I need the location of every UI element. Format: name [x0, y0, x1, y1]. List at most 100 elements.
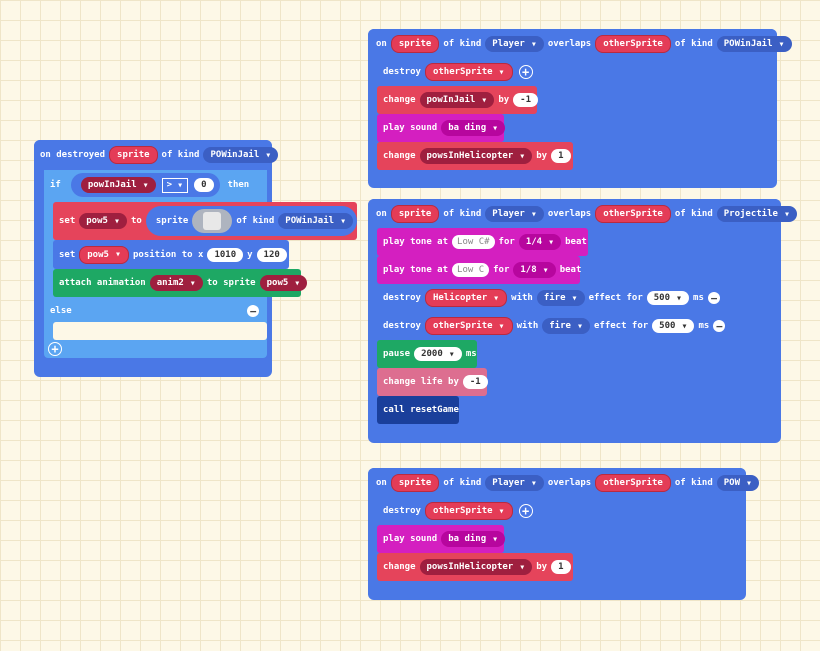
compare-value-input[interactable]: 0 [194, 178, 214, 192]
ms-label: ms [698, 321, 710, 331]
sprite-variable[interactable]: sprite [109, 146, 158, 164]
event-header[interactable]: on sprite of kind Player overlaps otherS… [368, 468, 760, 498]
variable-dropdown[interactable]: powsInHelicopter [419, 559, 533, 575]
duration-dropdown[interactable]: 500 [652, 319, 695, 333]
if-footer: + [44, 340, 267, 358]
pause-block[interactable]: pause 2000 ms [377, 340, 477, 368]
dropdown-caret-icon: ▾ [177, 179, 184, 191]
value-input[interactable]: 1 [551, 560, 571, 574]
set-label: set [59, 216, 76, 226]
beat-dropdown[interactable]: 1/4 [518, 234, 562, 250]
other-kind-dropdown[interactable]: POWinJail [716, 36, 792, 52]
destroy-block[interactable]: destroy otherSprite + [377, 58, 533, 86]
variable-dropdown[interactable]: powsInHelicopter [419, 148, 533, 164]
else-empty-slot[interactable] [53, 322, 267, 340]
destroy-target-dropdown[interactable]: otherSprite [424, 317, 513, 335]
destroy-target-dropdown[interactable]: otherSprite [424, 63, 513, 81]
beat-label: beat [565, 237, 587, 247]
value-input[interactable]: -1 [513, 93, 539, 107]
change-variable-block[interactable]: change powsInHelicopter by 1 [377, 142, 573, 170]
play-sound-block[interactable]: play sound ba ding [377, 114, 506, 142]
play-tone-block[interactable]: play tone at Low C# for 1/4 beat [377, 228, 588, 256]
comparison-block[interactable]: powInJail > ▾ 0 [70, 173, 220, 197]
sprite-variable[interactable]: sprite [390, 205, 440, 223]
kind-dropdown[interactable]: POWinJail [203, 147, 279, 163]
variable-dropdown[interactable]: powInJail [419, 92, 495, 108]
note-input[interactable]: Low C# [452, 235, 495, 249]
change-label: change [383, 151, 416, 161]
other-kind-dropdown[interactable]: POW [716, 475, 760, 491]
by-label: by [536, 151, 548, 161]
effect-dropdown[interactable]: fire [536, 290, 585, 306]
value-input[interactable]: 1 [551, 149, 571, 163]
event-header[interactable]: on sprite of kind Player overlaps otherS… [368, 199, 797, 229]
set-position-block[interactable]: set pow5 position to x 1010 y 120 [53, 240, 289, 269]
create-sprite-block[interactable]: sprite of kind POWinJail [145, 206, 358, 236]
add-icon[interactable]: + [518, 65, 533, 79]
remove-icon[interactable]: − [707, 292, 720, 304]
variable-dropdown[interactable]: powInJail [80, 177, 156, 193]
kind-dropdown[interactable]: POWinJail [278, 213, 354, 229]
play-tone-label: play tone at [383, 237, 449, 247]
variable-dropdown[interactable]: pow5 [79, 213, 127, 229]
event-header[interactable]: on destroyed sprite of kind POWinJail [34, 140, 279, 170]
other-sprite-variable[interactable]: otherSprite [595, 474, 671, 492]
sprite-variable-dropdown[interactable]: pow5 [259, 275, 308, 291]
add-icon[interactable]: + [518, 504, 533, 518]
attach-animation-block[interactable]: attach animation anim2 to sprite pow5 [53, 269, 308, 297]
play-tone-block[interactable]: play tone at Low C for 1/8 beat [377, 256, 582, 284]
if-label: if [50, 180, 61, 190]
event-header[interactable]: on sprite of kind Player overlaps otherS… [368, 29, 792, 59]
of-kind-label: of kind [443, 209, 482, 219]
change-label: change [383, 562, 416, 572]
remove-icon[interactable]: − [247, 305, 259, 317]
destroy-with-effect-block[interactable]: destroy Helicopter with fire effect for … [377, 284, 720, 312]
call-function-block[interactable]: call resetGame [377, 396, 459, 424]
then-label: then [227, 180, 250, 190]
change-life-block[interactable]: change life by -1 [377, 368, 488, 396]
change-variable-block[interactable]: change powsInHelicopter by 1 [377, 553, 573, 581]
animation-dropdown[interactable]: anim2 [149, 275, 203, 291]
kind-dropdown[interactable]: Player [485, 475, 544, 491]
pause-duration-dropdown[interactable]: 2000 [414, 347, 462, 361]
call-label: call resetGame [383, 405, 459, 415]
of-kind-label: of kind [674, 209, 713, 219]
sprite-image-icon[interactable] [192, 209, 233, 233]
operator-dropdown[interactable]: > ▾ [161, 177, 189, 193]
if-header[interactable]: if powInJail > ▾ 0 then [44, 170, 267, 200]
remove-icon[interactable]: − [713, 320, 726, 332]
ms-label: ms [693, 293, 704, 303]
set-variable-block[interactable]: set pow5 to sprite of kind POWinJail [53, 202, 358, 240]
play-tone-label: play tone at [383, 265, 449, 275]
else-row: else − [44, 300, 267, 322]
destroy-with-effect-block[interactable]: destroy otherSprite with fire effect for… [377, 312, 726, 340]
of-kind-label: of kind [161, 150, 200, 160]
life-value-input[interactable]: -1 [462, 375, 488, 389]
kind-dropdown[interactable]: Player [485, 206, 544, 222]
by-label: by [498, 95, 510, 105]
other-kind-dropdown[interactable]: Projectile [716, 206, 797, 222]
sound-dropdown[interactable]: ba ding [441, 531, 506, 547]
destroy-label: destroy [383, 321, 421, 331]
effect-dropdown[interactable]: fire [542, 318, 590, 334]
sprite-variable[interactable]: sprite [390, 474, 440, 492]
other-sprite-variable[interactable]: otherSprite [595, 35, 671, 53]
duration-dropdown[interactable]: 500 [646, 291, 690, 305]
destroy-target-dropdown[interactable]: Helicopter [424, 289, 508, 307]
change-variable-block[interactable]: change powInJail by -1 [377, 86, 539, 114]
destroy-block[interactable]: destroy otherSprite + [377, 497, 533, 525]
play-sound-block[interactable]: play sound ba ding [377, 525, 506, 553]
kind-dropdown[interactable]: Player [485, 36, 544, 52]
x-input[interactable]: 1010 [207, 247, 244, 262]
y-input[interactable]: 120 [256, 247, 287, 262]
destroy-target-dropdown[interactable]: otherSprite [424, 502, 513, 520]
sound-dropdown[interactable]: ba ding [441, 120, 506, 136]
add-icon[interactable]: + [48, 342, 62, 356]
beat-label: beat [559, 265, 582, 275]
on-label: on [376, 209, 387, 219]
other-sprite-variable[interactable]: otherSprite [595, 205, 671, 223]
sprite-variable[interactable]: sprite [390, 35, 440, 53]
note-input[interactable]: Low C [452, 263, 490, 277]
beat-dropdown[interactable]: 1/8 [513, 262, 556, 278]
sprite-variable-dropdown[interactable]: pow5 [79, 245, 129, 264]
